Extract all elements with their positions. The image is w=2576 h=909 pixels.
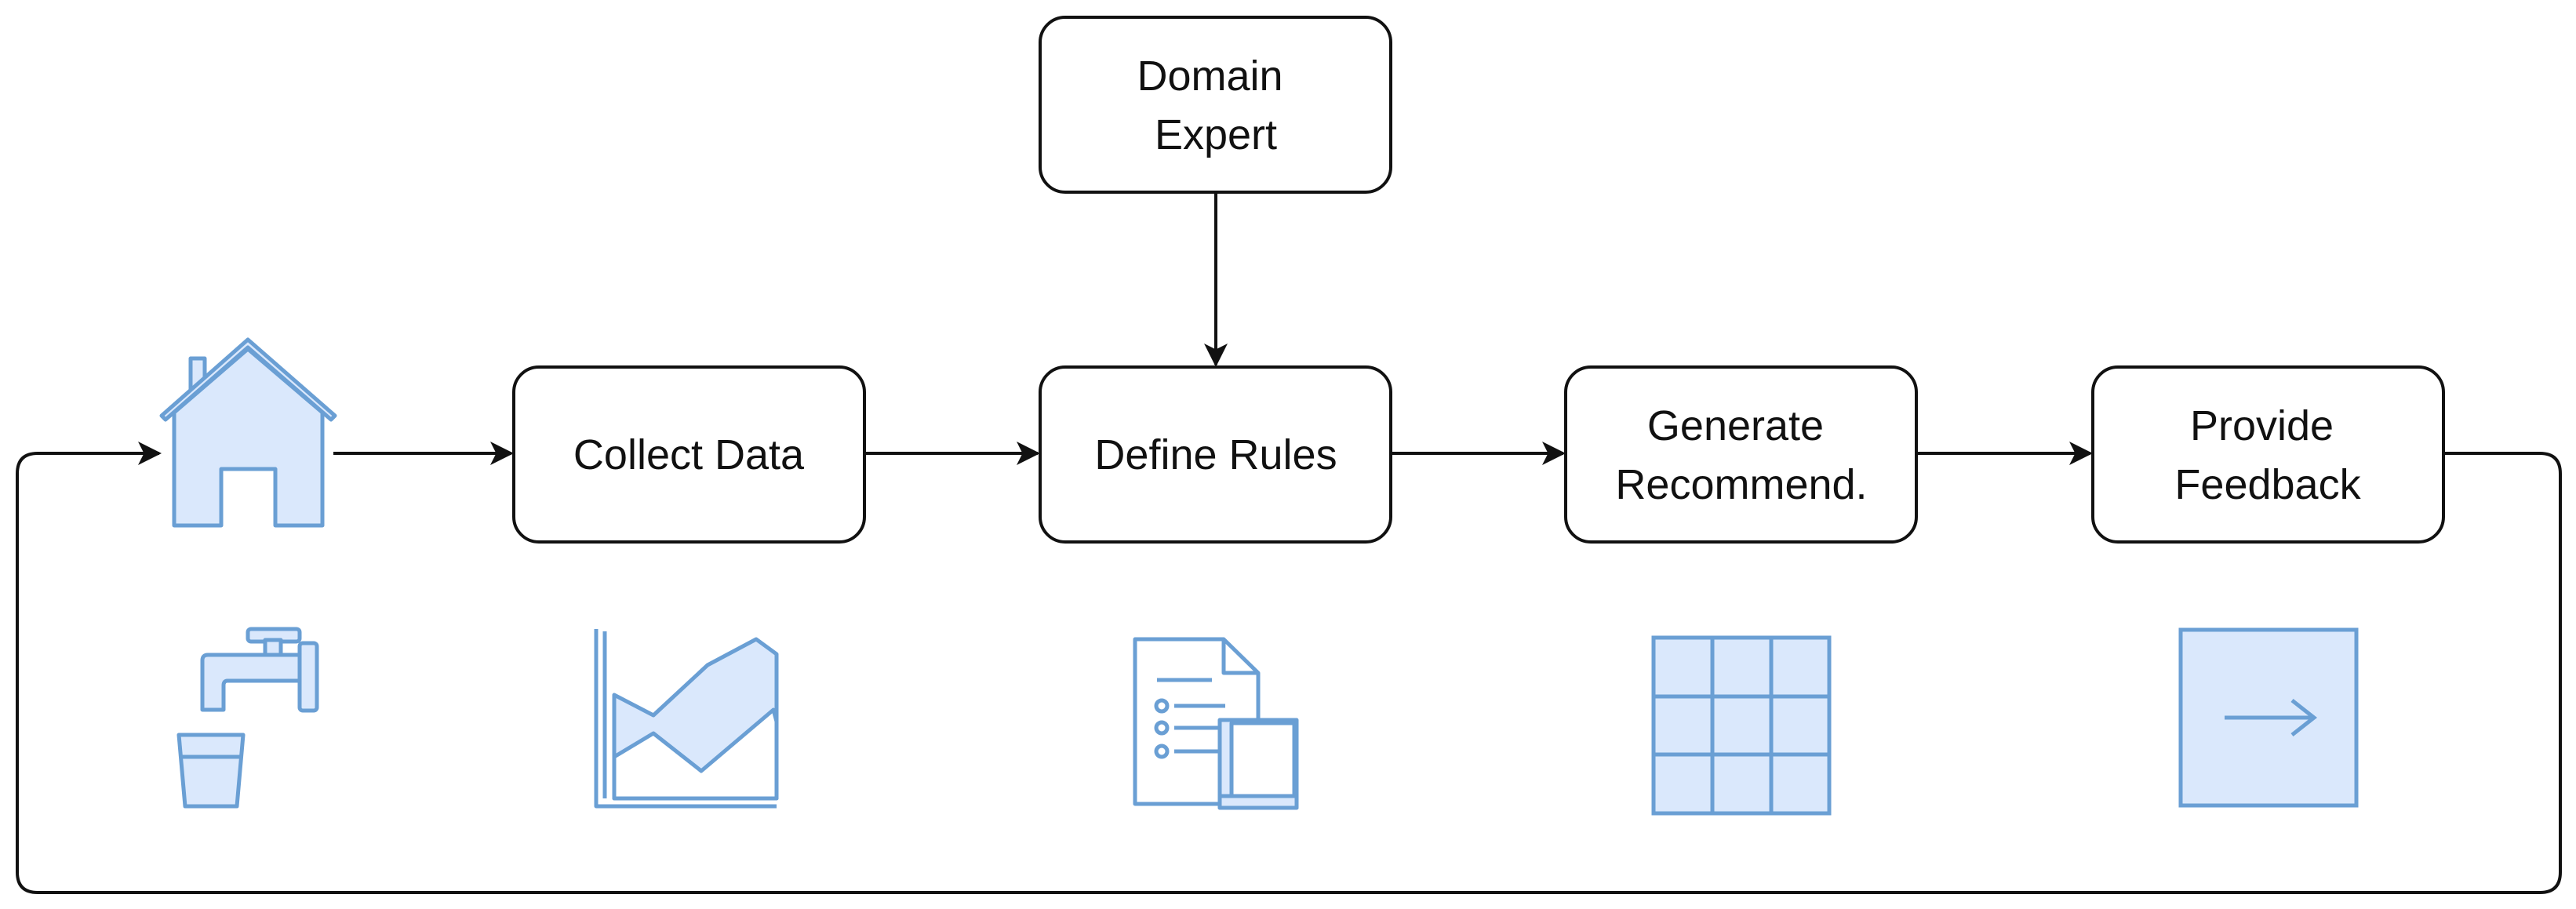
node-define-rules: Define Rules — [1039, 365, 1392, 544]
node-generate-recommend-line-2: Recommend. — [1615, 461, 1867, 508]
node-collect-data-label: Collect Data — [573, 431, 805, 478]
node-collect-data: Collect Data — [512, 365, 866, 544]
node-provide-feedback-line-1: Provide — [2190, 402, 2334, 449]
house-icon — [159, 337, 337, 528]
node-generate-recommend-line-1: Generate — [1647, 402, 1824, 449]
grid-table-icon — [1651, 635, 1832, 816]
arrow-square-icon — [2178, 627, 2359, 808]
node-provide-feedback: Provide Feedback — [2091, 365, 2445, 544]
node-domain-expert-line-1: Domain — [1137, 53, 1283, 100]
svg-text:Domain Expert: Domain Expert — [1137, 53, 1294, 158]
svg-text:Generate Recommend.: Generate Recommend. — [1615, 402, 1867, 508]
area-chart-icon — [594, 629, 779, 809]
edge-feedback-loop — [16, 442, 2562, 894]
svg-text:Provide Feedback: Provide Feedback — [2174, 402, 2361, 508]
edges — [16, 192, 2562, 894]
water-tap-icon — [176, 627, 319, 809]
document-list-icon — [1133, 637, 1299, 810]
node-provide-feedback-line-2: Feedback — [2174, 461, 2361, 508]
node-generate-recommend: Generate Recommend. — [1564, 365, 1918, 544]
node-domain-expert: Domain Expert — [1039, 16, 1392, 194]
node-define-rules-label: Define Rules — [1094, 431, 1337, 478]
node-domain-expert-line-2: Expert — [1155, 111, 1277, 158]
